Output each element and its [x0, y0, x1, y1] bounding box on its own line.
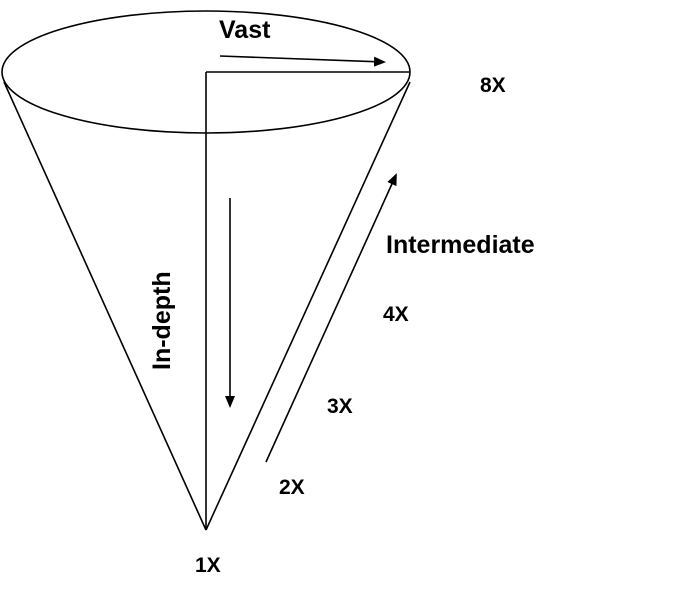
magnification-2x-label: 2X	[279, 476, 305, 499]
cone-left-side	[3, 81, 207, 531]
magnification-4x-label: 4X	[383, 303, 409, 326]
intermediate-label: Intermediate	[386, 231, 535, 259]
in-depth-label: In-depth	[148, 271, 176, 370]
magnification-3x-label: 3X	[327, 395, 353, 418]
vast-label: Vast	[219, 16, 271, 44]
magnification-1x-label: 1X	[195, 554, 221, 577]
vast-arrow	[219, 55, 386, 67]
intermediate-arrow	[265, 173, 397, 463]
magnification-8x-label: 8X	[480, 74, 506, 97]
cone-right-side	[205, 81, 411, 531]
